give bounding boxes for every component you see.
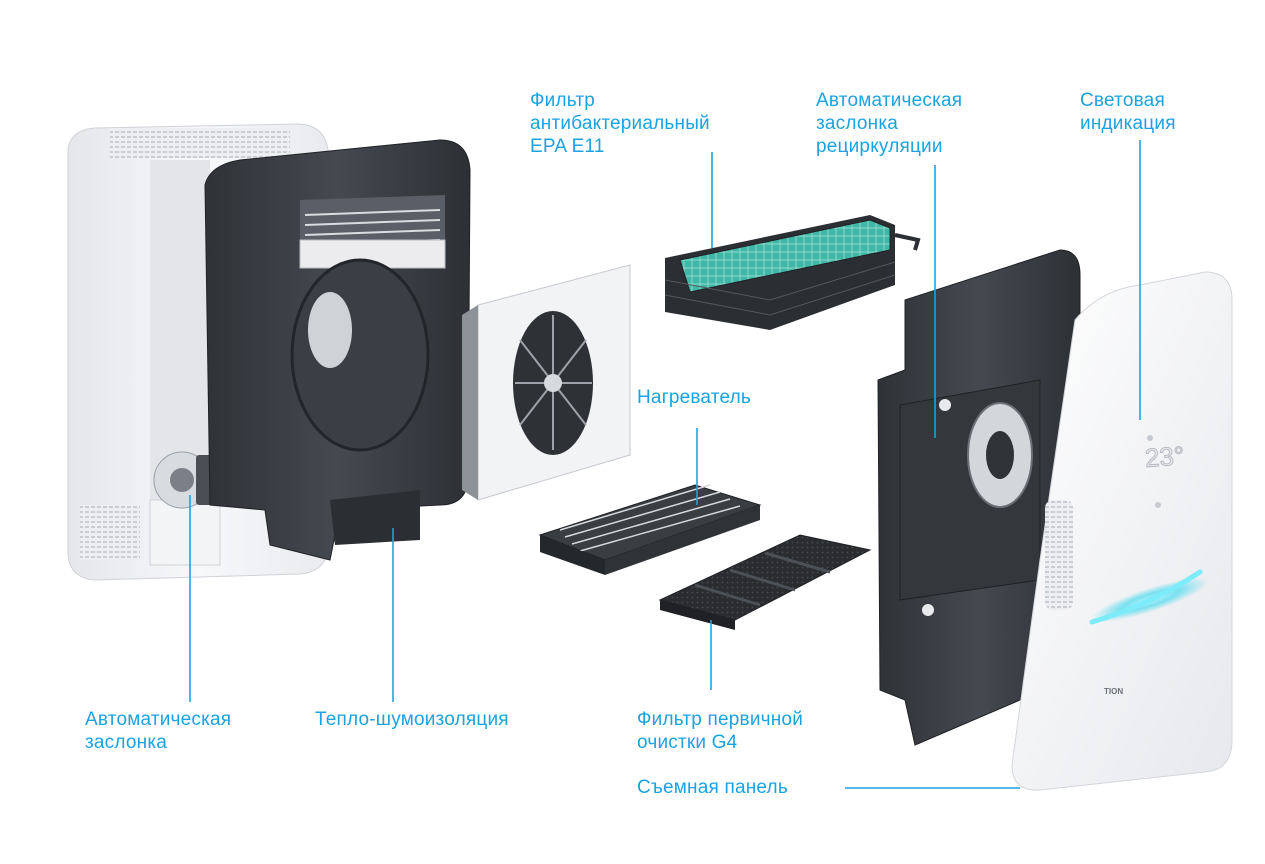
insulation-frame xyxy=(204,139,471,561)
brand-logo: TION xyxy=(1104,687,1123,696)
temperature-display: 23° xyxy=(1144,440,1185,473)
front-panel xyxy=(1011,271,1233,791)
label-removable-panel: Съемная панель xyxy=(637,777,788,798)
label-insulation: Тепло-шумоизоляция xyxy=(315,709,509,730)
g4-filter xyxy=(658,534,872,630)
epa-filter xyxy=(664,215,921,330)
panel-side-grille xyxy=(1045,500,1073,610)
side-grille xyxy=(80,505,140,560)
fan-assembly xyxy=(462,264,631,501)
label-auto-damper: Автоматическая заслонка xyxy=(85,709,232,753)
thermometer-icon xyxy=(1147,435,1153,441)
top-grille xyxy=(110,128,290,158)
heater xyxy=(538,484,762,575)
label-heater: Нагреватель xyxy=(637,387,751,408)
callout-lines xyxy=(189,140,1141,789)
label-filter-epa: Фильтр антибактериальный EPA E11 xyxy=(530,90,710,157)
damper-mechanism xyxy=(153,451,212,509)
label-recirculation-damper: Автоматическая заслонка рециркуляции xyxy=(816,90,963,157)
label-filter-g4: Фильтр первичной очистки G4 xyxy=(637,709,804,753)
label-light-indication: Световая индикация xyxy=(1080,90,1176,134)
